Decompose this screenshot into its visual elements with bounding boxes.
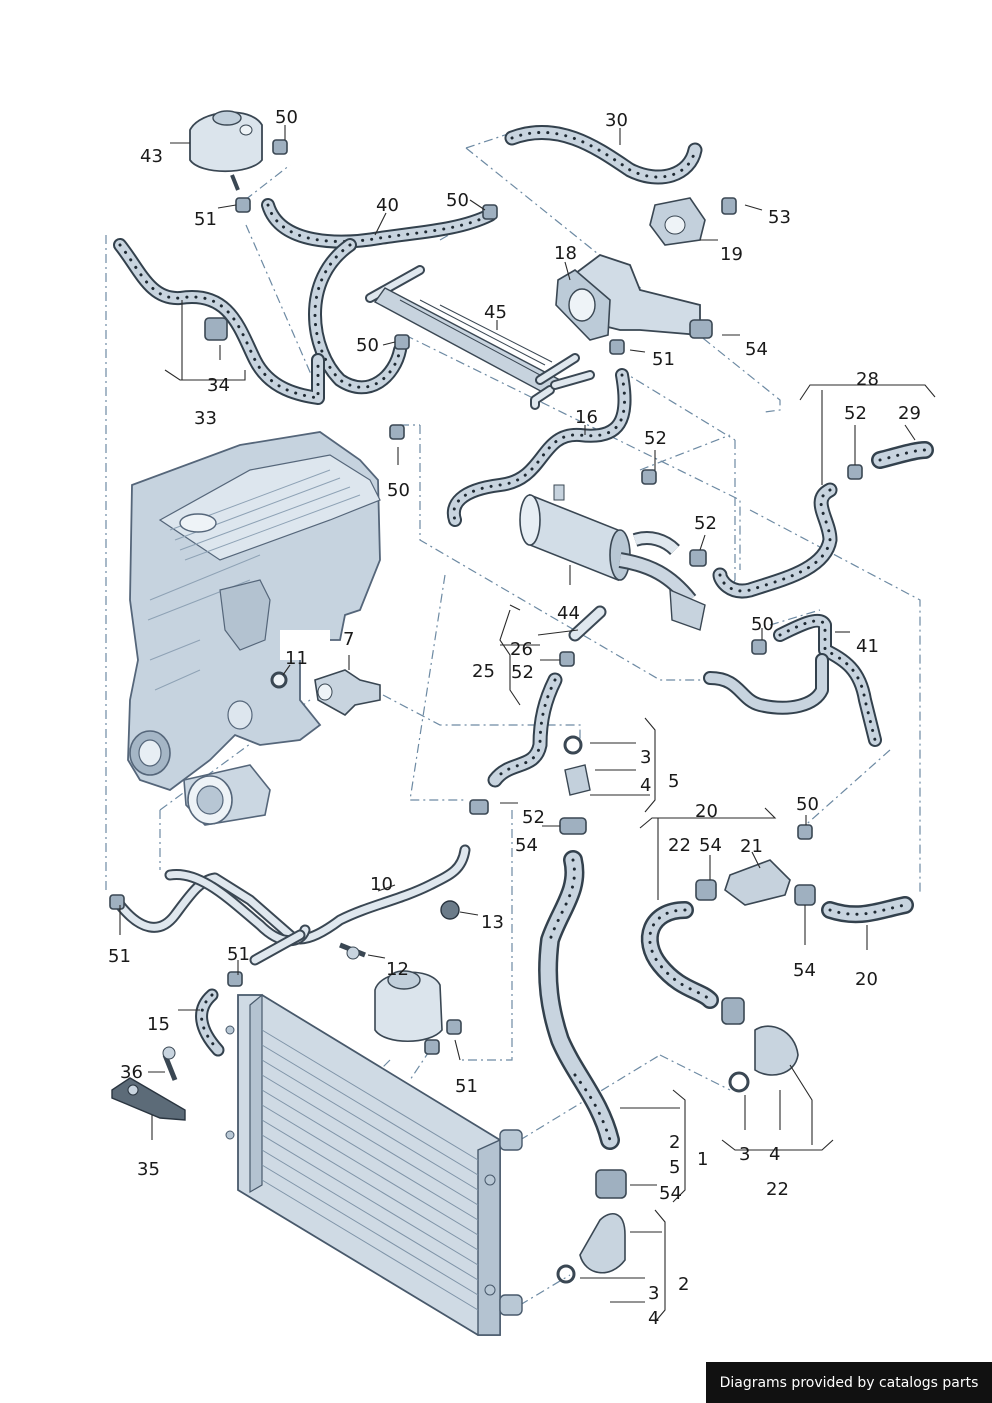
callout-51: 51	[227, 944, 250, 965]
callout-3: 3	[648, 1283, 659, 1304]
callout-7: 7	[343, 629, 354, 650]
callout-18: 18	[554, 243, 577, 264]
callout-labels: 43 50 51 40 50 30 53 19 18 45 54 50 51 3…	[108, 107, 921, 1329]
radiator	[225, 993, 523, 1336]
callout-3: 3	[640, 747, 651, 768]
callout-41: 41	[856, 636, 879, 657]
callout-2: 2	[669, 1132, 680, 1153]
callout-21: 21	[740, 836, 763, 857]
callout-52: 52	[644, 428, 667, 449]
callout-16: 16	[575, 407, 598, 428]
callout-5: 5	[669, 1157, 680, 1178]
callout-28: 28	[856, 369, 879, 390]
callout-1: 1	[697, 1149, 708, 1170]
callout-33: 33	[194, 408, 217, 429]
callout-30: 30	[605, 110, 628, 131]
callout-34: 34	[207, 375, 230, 396]
hose-clamps	[109, 139, 863, 1199]
callout-54: 54	[659, 1183, 682, 1204]
callout-10: 10	[370, 874, 393, 895]
callout-51: 51	[194, 209, 217, 230]
callout-3: 3	[739, 1144, 750, 1165]
coolant-pipes	[114, 265, 706, 966]
callout-50: 50	[751, 614, 774, 635]
callout-51: 51	[455, 1076, 478, 1097]
callout-43: 43	[140, 146, 163, 167]
callout-22: 22	[668, 835, 691, 856]
callout-54: 54	[793, 960, 816, 981]
callout-12: 12	[386, 959, 409, 980]
callout-13: 13	[481, 912, 504, 933]
credit-banner: Diagrams provided by catalogs parts	[706, 1362, 992, 1403]
callout-54: 54	[745, 339, 768, 360]
callout-26: 26	[510, 639, 533, 660]
callout-15: 15	[147, 1014, 170, 1035]
callout-54: 54	[515, 835, 538, 856]
callout-5: 5	[668, 771, 679, 792]
callout-29: 29	[898, 403, 921, 424]
callout-2: 2	[678, 1274, 689, 1295]
callout-50: 50	[387, 480, 410, 501]
callout-36: 36	[120, 1062, 143, 1083]
callout-25: 25	[472, 661, 495, 682]
callout-20: 20	[855, 969, 878, 990]
callout-50: 50	[356, 335, 379, 356]
callout-50: 50	[796, 794, 819, 815]
callout-4: 4	[640, 775, 651, 796]
callout-52: 52	[522, 807, 545, 828]
callout-22: 22	[766, 1179, 789, 1200]
callout-54: 54	[699, 835, 722, 856]
callout-19: 19	[720, 244, 743, 265]
callout-50: 50	[275, 107, 298, 128]
callout-52: 52	[511, 662, 534, 683]
callout-51: 51	[108, 946, 131, 967]
callout-35: 35	[137, 1159, 160, 1180]
engine-block	[127, 431, 381, 826]
leader-lines	[119, 125, 936, 1323]
callout-20: 20	[695, 801, 718, 822]
callout-52: 52	[694, 513, 717, 534]
callout-44: 44	[557, 603, 580, 624]
callout-4: 4	[769, 1144, 780, 1165]
callout-4: 4	[648, 1308, 659, 1329]
callout-11: 11	[285, 648, 308, 669]
callout-52: 52	[844, 403, 867, 424]
callout-51: 51	[652, 349, 675, 370]
callout-45: 45	[484, 302, 507, 323]
components	[111, 110, 799, 1284]
callout-40: 40	[376, 195, 399, 216]
coolant-hoses	[113, 125, 934, 1150]
callout-50: 50	[446, 190, 469, 211]
callout-53: 53	[768, 207, 791, 228]
